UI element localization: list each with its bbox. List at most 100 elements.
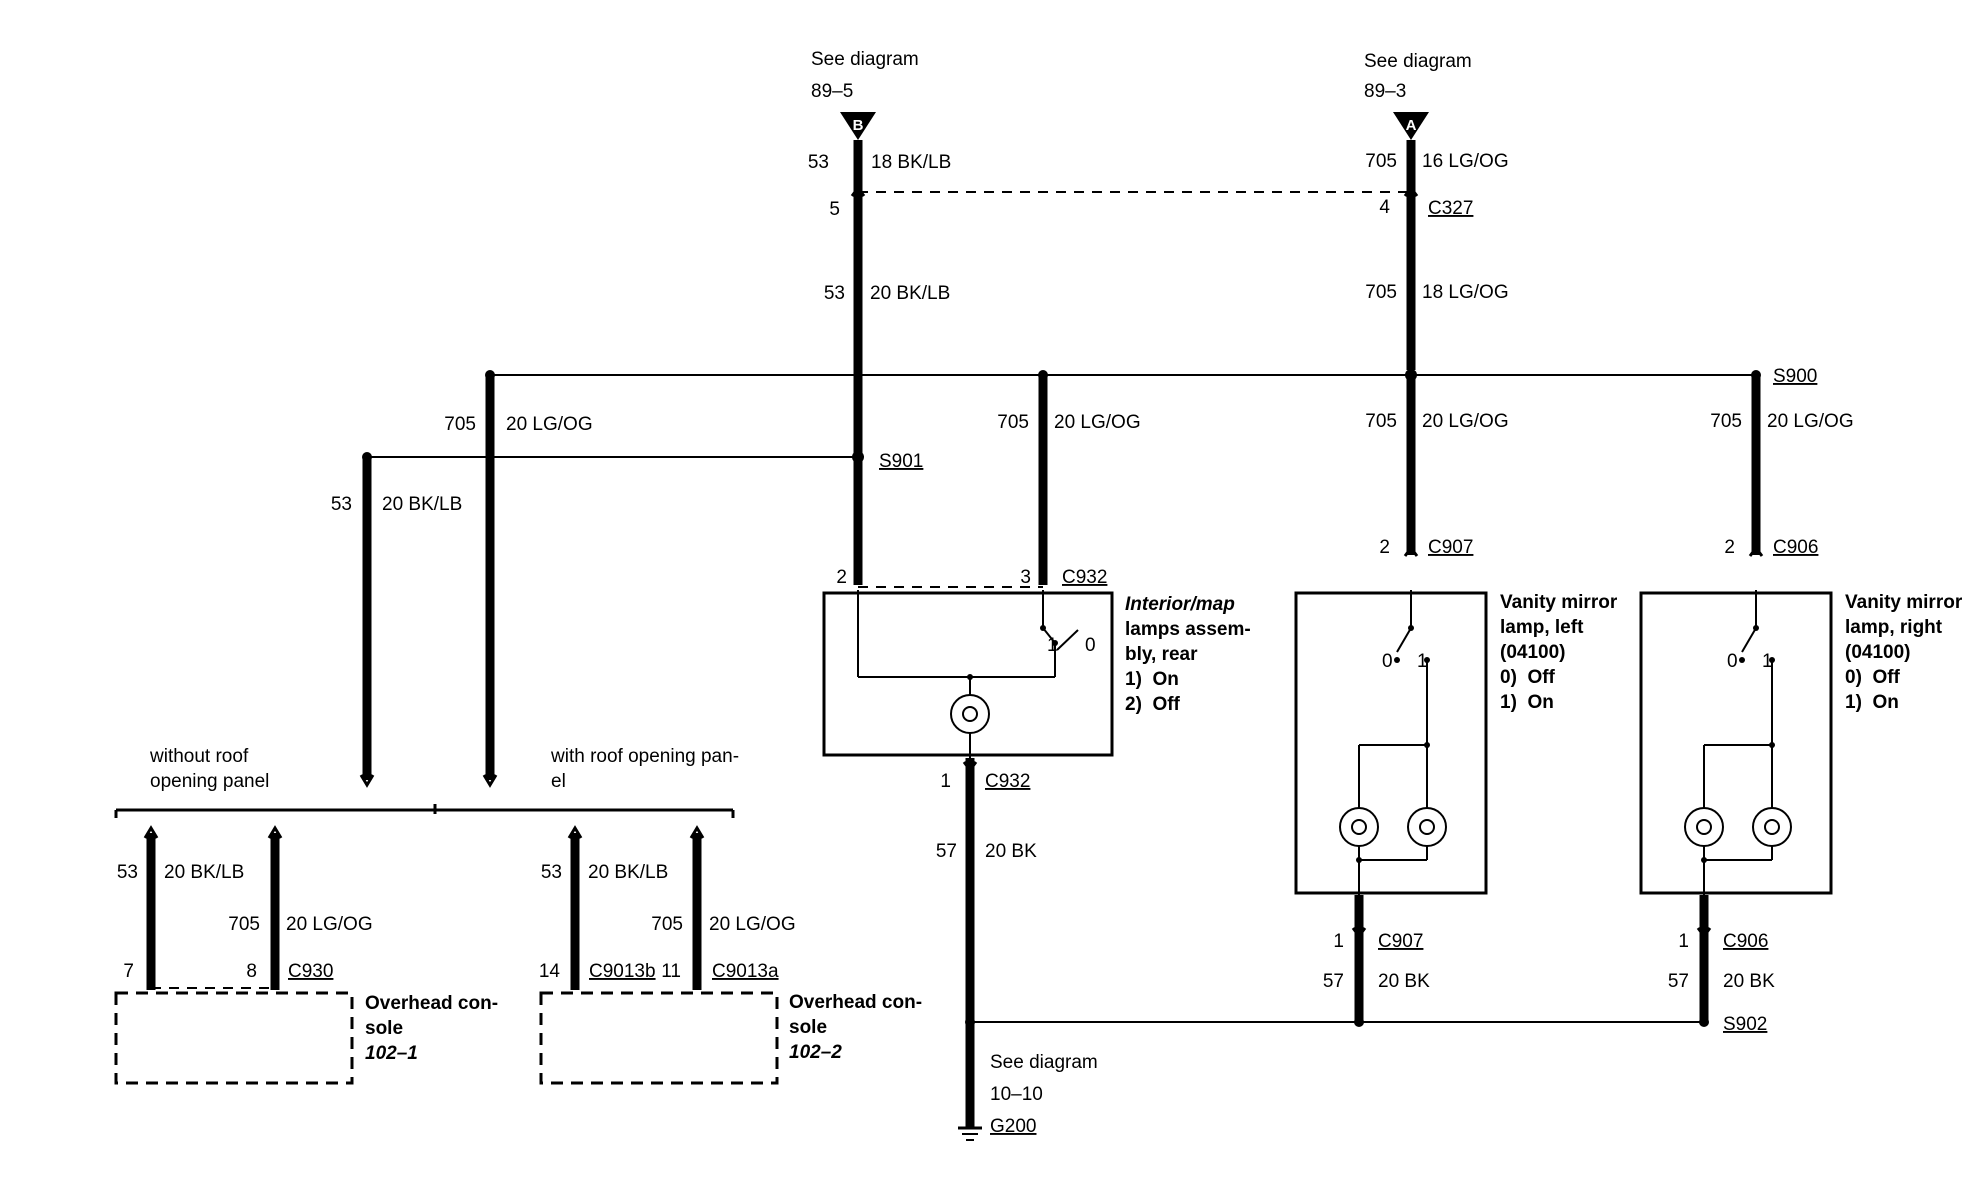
wire-label: 705	[1365, 282, 1397, 303]
lamp-bulb-icon	[950, 694, 990, 734]
connector-label: C932	[1062, 567, 1107, 588]
pin-label: 2	[1379, 537, 1390, 558]
ref-a: See diagram 89–3 A	[1364, 51, 1472, 140]
wire-label: 705	[444, 414, 476, 435]
interior-switch-pos0: 0	[1085, 635, 1096, 656]
with-roof-l2: el	[551, 771, 566, 792]
pin-label: 5	[829, 199, 840, 220]
splices	[362, 369, 1761, 1027]
wire-label: 20 BK	[985, 841, 1037, 862]
ref-b-num: 89–5	[811, 81, 853, 102]
connector-label: C907	[1378, 931, 1423, 952]
pin-label: 11	[661, 961, 681, 982]
lamp-bulb-icon	[1684, 807, 1724, 847]
mirror-left-title-l2: lamp, left	[1500, 617, 1584, 638]
wire-label: 18 BK/LB	[871, 152, 951, 173]
splice-dot	[485, 370, 495, 380]
overhead-console-102-1: Overhead con- sole 102–1	[114, 991, 498, 1085]
splice-label: S902	[1723, 1014, 1767, 1035]
console-102-2-title-l1: Overhead con-	[789, 992, 922, 1013]
ground-label: G200	[990, 1116, 1036, 1137]
wire-ends	[143, 185, 1764, 939]
overhead-console-102-2: Overhead con- sole 102–2	[539, 991, 922, 1085]
without-roof-l1: without roof	[149, 746, 249, 767]
console-102-2-box	[539, 991, 779, 1085]
pin-label: 8	[246, 961, 257, 982]
console-102-1-ref: 102–1	[365, 1043, 418, 1064]
ground-ref-num: 10–10	[990, 1084, 1043, 1105]
connector-label: C930	[288, 961, 333, 982]
wire-label: 53	[331, 494, 352, 515]
wire-label: 57	[1323, 971, 1344, 992]
mirror-right-title-l2: lamp, right	[1845, 617, 1943, 638]
option-notes: without roof opening panel with roof ope…	[149, 746, 739, 792]
pin-label: 1	[940, 771, 951, 792]
interior-lamp-box	[822, 591, 1114, 757]
ground-icon	[958, 1126, 982, 1141]
pin-label: 4	[1379, 197, 1390, 218]
connector-label: C9013a	[712, 961, 779, 982]
wire-label: 16 LG/OG	[1422, 151, 1509, 172]
wire-label: 20 BK/LB	[588, 862, 668, 883]
connector-label: C906	[1773, 537, 1818, 558]
console-102-2-title-l2: sole	[789, 1017, 827, 1038]
connector-b-label: B	[853, 117, 864, 134]
console-102-1-box	[114, 991, 354, 1085]
console-102-1-title-l1: Overhead con-	[365, 993, 498, 1014]
splice-dot	[1354, 1017, 1364, 1027]
ref-b: See diagram 89–5 B	[811, 49, 919, 140]
wire-label: 53	[808, 152, 829, 173]
pin-label: 2	[836, 567, 847, 588]
mirror-right-opt1: 0) Off	[1845, 667, 1901, 688]
wire-label: 53	[117, 862, 138, 883]
mirror-left-title-l3: (04100)	[1500, 642, 1566, 663]
ground-ref-title: See diagram	[990, 1052, 1098, 1073]
interior-title-l1: Interior/map	[1125, 594, 1235, 615]
mirror-left-opt2: 1) On	[1500, 692, 1554, 713]
pin-label: 7	[123, 961, 134, 982]
console-wire-labels: 53 20 BK/LB 705 20 LG/OG 7 8 C930 53 20 …	[117, 862, 796, 982]
connector-a-label: A	[1406, 117, 1417, 134]
splice-dot	[1405, 369, 1417, 381]
interior-opt1: 1) On	[1125, 669, 1179, 690]
wire-label: 705	[1365, 411, 1397, 432]
wire-label: 18 LG/OG	[1422, 282, 1509, 303]
connector-label: C907	[1428, 537, 1473, 558]
ref-a-num: 89–3	[1364, 81, 1406, 102]
splice-dot	[1038, 370, 1048, 380]
wire-label: 705	[651, 914, 683, 935]
splice-dot	[362, 452, 372, 462]
with-roof-l1: with roof opening pan-	[550, 746, 739, 767]
interior-title-l3: bly, rear	[1125, 644, 1198, 665]
wire-label: 705	[228, 914, 260, 935]
pin-label: 1	[1333, 931, 1344, 952]
lamp-bulb-icon	[1752, 807, 1792, 847]
connector-label: C932	[985, 771, 1030, 792]
pin-label: 2	[1724, 537, 1735, 558]
wire-label: 20 BK/LB	[870, 283, 950, 304]
splice-dot	[1751, 370, 1761, 380]
splice-label: S901	[879, 451, 923, 472]
splice-label: S900	[1773, 366, 1817, 387]
mirror-right-pos1: 1	[1762, 651, 1773, 672]
connector-label: C906	[1723, 931, 1768, 952]
wire-label: 20 BK/LB	[164, 862, 244, 883]
wire-label: 20 LG/OG	[506, 414, 593, 435]
connector-b-icon	[840, 112, 876, 140]
thin-wires	[114, 374, 1756, 1023]
without-roof-l2: opening panel	[150, 771, 269, 792]
ref-a-title: See diagram	[1364, 51, 1472, 72]
mirror-left-opt1: 0) Off	[1500, 667, 1556, 688]
wire-label: 20 LG/OG	[286, 914, 373, 935]
interior-opt2: 2) Off	[1125, 694, 1181, 715]
wire-label: 20 BK	[1378, 971, 1430, 992]
wire-label: 20 BK/LB	[382, 494, 462, 515]
splice-dot	[965, 1017, 975, 1027]
connector-label: C327	[1428, 198, 1473, 219]
mirror-left-title-l1: Vanity mirror	[1500, 592, 1618, 613]
wire-label: 20 LG/OG	[709, 914, 796, 935]
interior-lamp-assembly: 1 0 Interior/map lamps assem- bly, rear …	[822, 590, 1251, 758]
wire-label: 53	[824, 283, 845, 304]
connector-a-icon	[1393, 112, 1429, 140]
